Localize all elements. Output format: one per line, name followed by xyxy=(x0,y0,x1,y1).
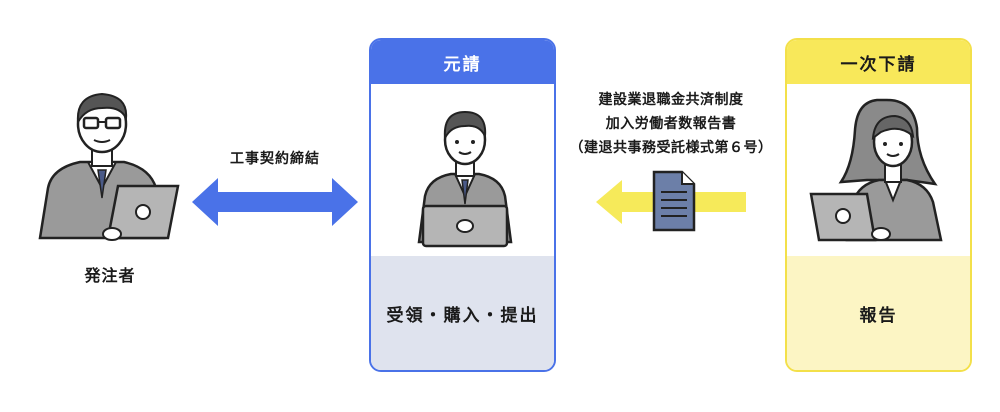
report-document-line-3: （建退共事務受託様式第６号） xyxy=(569,140,773,156)
general-contractor-title: 元請 xyxy=(371,40,554,84)
orderer-illustration xyxy=(28,88,188,252)
report-document-line-2: 加入労働者数報告書 xyxy=(605,116,737,132)
subcontractor-action: 報告 xyxy=(787,256,970,370)
businesswoman-laptop-icon xyxy=(809,98,943,242)
general-contractor-card: 元請 受領・購入・提出 xyxy=(369,38,556,372)
subcontractor-title: 一次下請 xyxy=(787,40,970,84)
report-document-title: 建設業退職金共済制度 加入労働者数報告書 （建退共事務受託様式第６号） xyxy=(560,88,782,160)
contract-label: 工事契約締結 xyxy=(230,151,320,167)
double-headed-arrow-icon xyxy=(192,178,358,226)
businessman-glasses-laptop-icon xyxy=(38,92,180,241)
subcontractor-illustration xyxy=(807,94,957,248)
orderer-label: 発注者 xyxy=(84,266,136,285)
general-contractor-illustration xyxy=(413,92,517,252)
document-icon xyxy=(652,170,696,232)
general-contractor-action: 受領・購入・提出 xyxy=(371,256,554,370)
report-document-line-1: 建設業退職金共済制度 xyxy=(598,92,744,108)
subcontractor-card: 一次下請 報告 xyxy=(785,38,972,372)
businessman-laptop-icon xyxy=(417,110,513,248)
